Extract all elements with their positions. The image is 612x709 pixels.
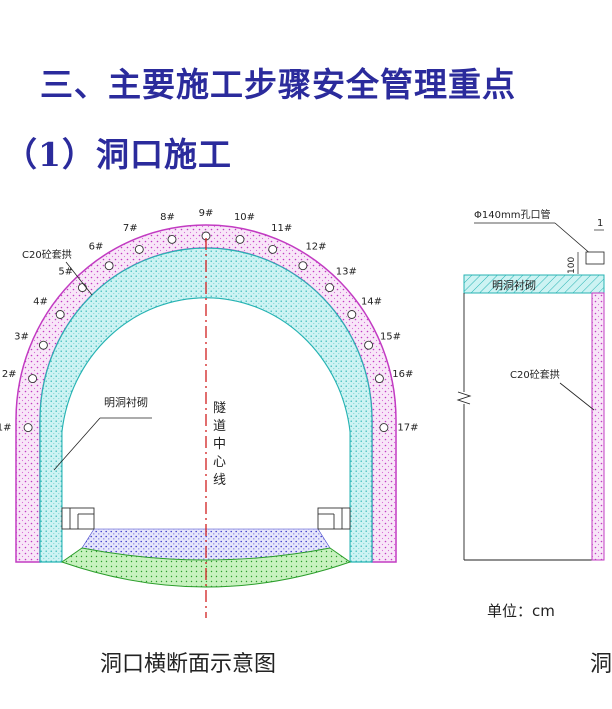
unit-label: 单位：cm	[487, 602, 555, 620]
pipe-hole	[23, 423, 33, 433]
pipe-hole	[268, 244, 278, 254]
hole-number-label: 15#	[380, 331, 401, 342]
top-dim-partial: 1	[597, 218, 603, 229]
pipe-hole	[134, 244, 144, 254]
pipe-hole	[38, 340, 48, 350]
hole-number-label: 12#	[305, 242, 326, 253]
left-drain	[61, 507, 95, 530]
pipe-label: Φ140mm孔口管	[474, 208, 550, 221]
lining-band	[463, 274, 605, 294]
hole-number-label: 13#	[336, 266, 357, 277]
pipe-leader-slant	[554, 222, 593, 256]
right-drain	[317, 507, 351, 530]
centerline-char: 道	[213, 419, 226, 434]
centerline-char: 心	[213, 455, 226, 470]
break-mark	[456, 391, 472, 405]
pipe-hole	[347, 310, 357, 319]
hole-number-label: 10#	[234, 212, 255, 223]
hole-number-label: 6#	[89, 242, 104, 253]
hole-number-label: 8#	[160, 212, 175, 223]
pipe-hole	[167, 234, 177, 244]
dimension-label: 100	[567, 257, 577, 274]
pipe-hole	[379, 423, 389, 433]
arch-leader	[65, 261, 93, 296]
centerline-char: 隧	[213, 400, 226, 416]
hole-number-label: 4#	[33, 297, 48, 308]
hole-number-label: 7#	[123, 223, 138, 234]
hole-number-label: 1#	[0, 423, 11, 434]
pipe-hole	[77, 283, 87, 293]
invert	[60, 547, 352, 588]
pipe-hole	[104, 261, 114, 271]
hole-number-label: 14#	[361, 297, 382, 308]
right-arch-label: C20砼套拱	[510, 368, 560, 381]
right-figure-caption: 洞	[590, 652, 612, 677]
right-arch-strip	[591, 292, 605, 561]
right-arch-leader	[559, 382, 595, 411]
arch-label: C20砼套拱	[22, 248, 72, 261]
pipe-hole	[325, 283, 335, 293]
hole-number-label: 11#	[271, 223, 292, 234]
centerline-char: 中	[213, 437, 226, 452]
pipe-hole	[374, 374, 384, 384]
pipe-hole	[55, 310, 65, 319]
longitudinal-figure: Φ140mm孔口管 1 100 明洞衬砌 C20砼套拱	[456, 208, 605, 561]
hole-number-label: 5#	[58, 266, 73, 277]
subsection-title: （1）洞口施工	[4, 135, 232, 174]
hole-number-label: 3#	[14, 331, 29, 342]
hole-number-label: 2#	[2, 369, 17, 380]
hole-number-label: 17#	[397, 423, 418, 434]
lining-leader-slant	[53, 417, 101, 471]
orifice-pipe	[585, 251, 605, 265]
right-lining-label: 明洞衬砌	[492, 279, 536, 292]
centerline-char: 线	[213, 473, 226, 488]
pipe-hole	[28, 374, 38, 384]
hole-number-label: 9#	[199, 208, 214, 219]
lining-label: 明洞衬砌	[104, 396, 148, 409]
cross-section-figure: 1# 2# 3# 4# 5# 6# 7# 8# 9# 10# 11# 12# 13# 14# 15# 16# 1…	[0, 208, 418, 618]
pipe-hole	[298, 261, 308, 271]
hole-number-label: 16#	[392, 369, 413, 380]
left-figure-caption: 洞口横断面示意图	[100, 652, 277, 677]
section-title: 三、主要施工步骤安全管理重点	[40, 65, 516, 104]
pipe-holes: 1# 2# 3# 4# 5# 6# 7# 8# 9# 10# 11# 12# 13# 14# 15# 16# 1…	[0, 208, 418, 434]
pipe-hole	[235, 234, 245, 244]
pipe-hole	[364, 340, 374, 350]
tunnel-opening	[61, 297, 351, 562]
